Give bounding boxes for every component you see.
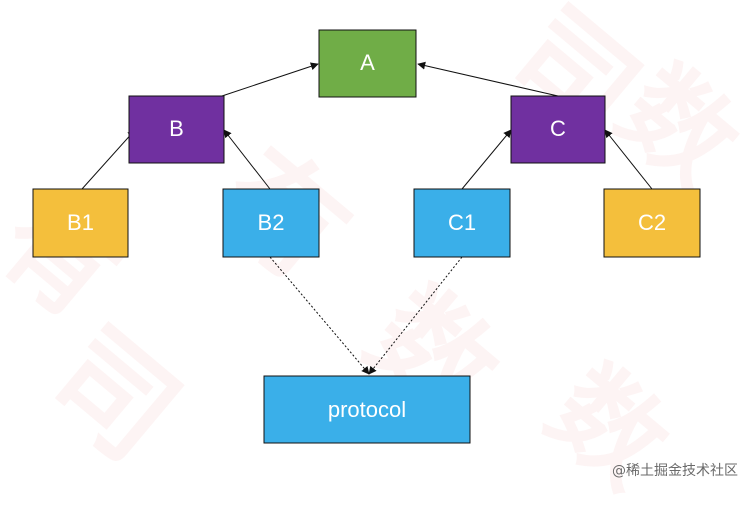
edge-b2-to-b (223, 129, 271, 190)
node-b1: B1 (32, 188, 129, 258)
edge-c-to-a (417, 61, 559, 97)
node-a-label: A (360, 50, 375, 75)
node-c: C (510, 95, 606, 164)
node-protocol-box (263, 375, 471, 444)
node-protocol: protocol (263, 375, 471, 444)
node-b1-label: B1 (67, 210, 94, 235)
node-c2-box (603, 188, 701, 258)
node-c2: C2 (603, 188, 701, 258)
edge-c1-to-protocol (368, 256, 463, 375)
node-c1: C1 (413, 188, 511, 258)
edges-layer (81, 61, 653, 375)
site-watermark: @稀土掘金技术社区 (612, 463, 738, 479)
edge-b1-to-b (81, 129, 136, 190)
node-c-box (510, 95, 606, 164)
nodes-layer: A B C B1 B2 C1 C2 protocol (32, 29, 701, 444)
node-a-box (318, 29, 417, 98)
node-c2-label: C2 (638, 210, 666, 235)
node-c1-label: C1 (448, 210, 476, 235)
node-b2-box (222, 188, 320, 258)
edge-b-to-a (221, 62, 319, 97)
node-b2-label: B2 (258, 210, 285, 235)
edge-b2-to-protocol (269, 256, 370, 375)
node-b2: B2 (222, 188, 320, 258)
node-b: B (128, 95, 225, 164)
edge-c1-to-c (461, 129, 512, 190)
node-a: A (318, 29, 417, 98)
edge-c2-to-c (604, 129, 653, 190)
diagram-canvas: A B C B1 B2 C1 C2 protocol (32, 29, 701, 444)
node-b-label: B (169, 116, 184, 141)
node-c-label: C (550, 116, 566, 141)
node-protocol-label: protocol (328, 397, 406, 422)
node-b1-box (32, 188, 129, 258)
node-c1-box (413, 188, 511, 258)
node-b-box (128, 95, 225, 164)
